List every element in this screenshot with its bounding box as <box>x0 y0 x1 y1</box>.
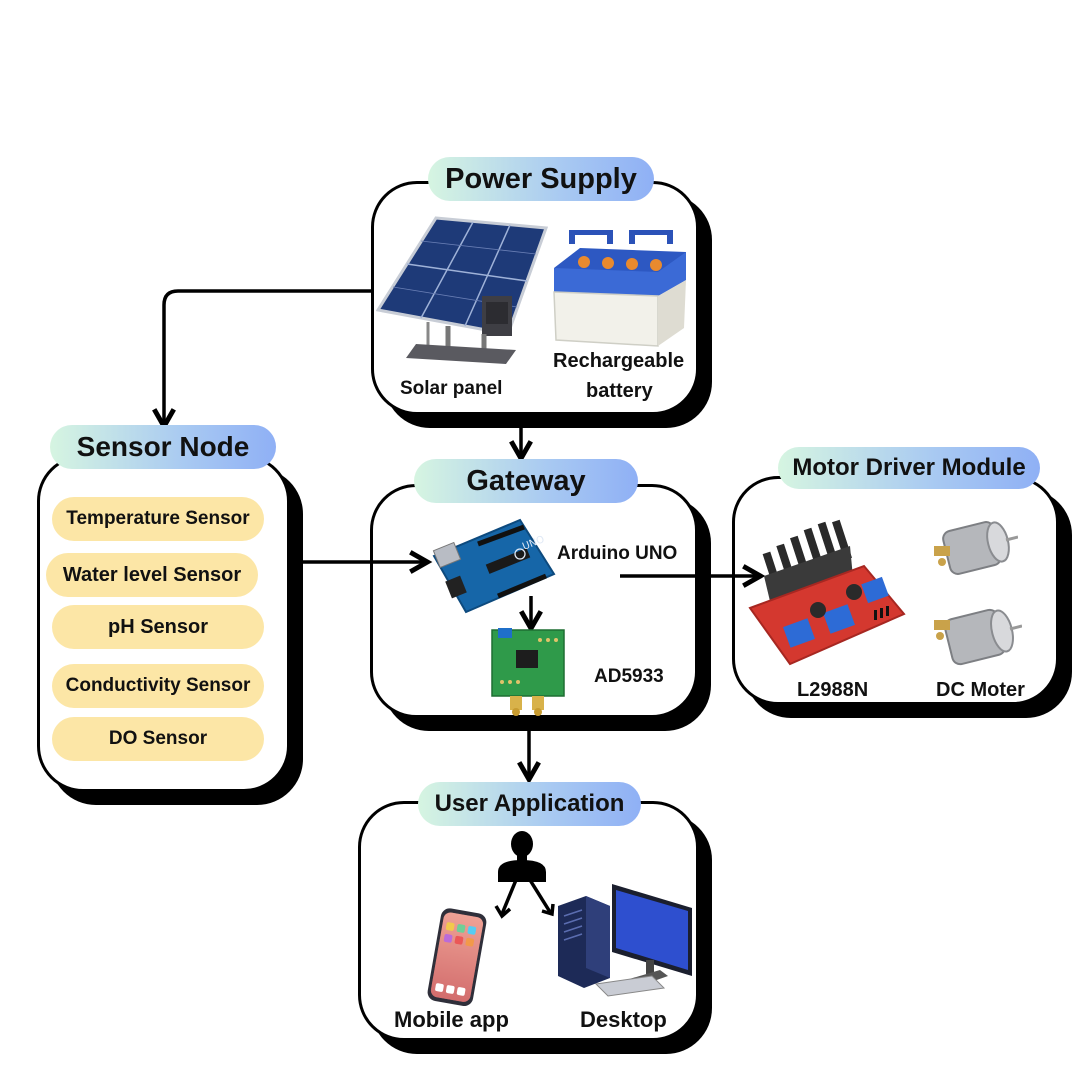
sensor-node-title: Sensor Node <box>50 425 276 469</box>
dc-motor-icon <box>934 608 1022 666</box>
dc-motor-icon <box>934 521 1018 575</box>
user-application-title: User Application <box>418 782 641 826</box>
gateway-box <box>370 484 698 718</box>
solar-panel-label: Solar panel <box>400 378 503 399</box>
mobile-app-label: Mobile app <box>394 1007 509 1032</box>
sensor-item-do: DO Sensor <box>52 717 264 761</box>
sensor-item-ph: pH Sensor <box>52 605 264 649</box>
power-supply-title: Power Supply <box>428 157 654 201</box>
power-to-sensor-arrow <box>164 289 372 424</box>
sensor-item-water-level: Water level Sensor <box>46 553 258 597</box>
gateway-title: Gateway <box>414 459 638 503</box>
desktop-computer-icon <box>558 884 692 997</box>
desktop-label: Desktop <box>580 1007 667 1032</box>
battery-label-line2: battery <box>586 380 653 402</box>
l2988n-label: L2988N <box>797 679 869 701</box>
sensor-item-temperature: Temperature Sensor <box>52 497 264 541</box>
motor-driver-icon <box>748 519 906 666</box>
battery-label-line1: Rechargeable <box>553 350 685 372</box>
ad5933-board-icon <box>491 628 565 716</box>
motor-driver-title: Motor Driver Module <box>778 447 1040 489</box>
arduino-board-icon: UNO <box>432 518 556 614</box>
ad5933-label: AD5933 <box>594 666 664 687</box>
battery-icon <box>553 230 686 347</box>
arduino-uno-label: Arduino UNO <box>557 543 678 564</box>
smartphone-icon <box>427 908 487 1007</box>
user-to-devices-arrows <box>494 879 555 919</box>
dc-motor-label: DC Moter <box>936 679 1025 701</box>
solar-panel-icon <box>376 216 548 364</box>
user-icon <box>498 831 546 882</box>
sensor-item-conductivity: Conductivity Sensor <box>52 664 264 708</box>
